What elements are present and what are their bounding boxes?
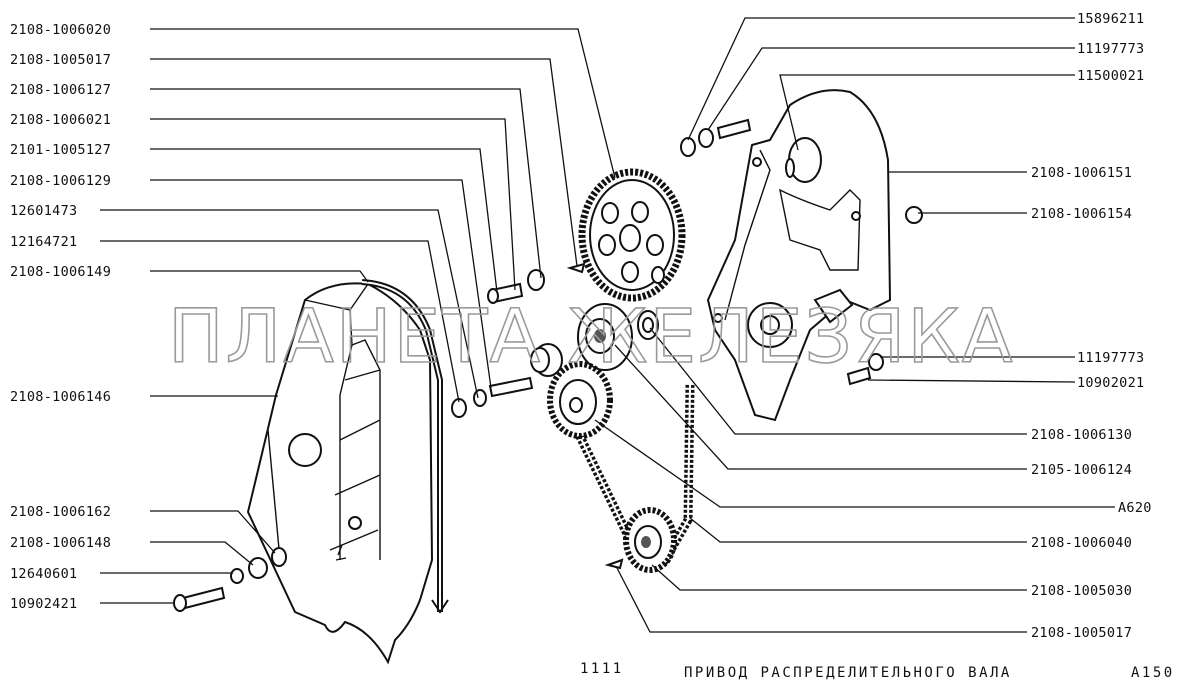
part-label: 12601473 [10, 203, 77, 219]
part-label: 2108-1006154 [1031, 206, 1132, 222]
part-label: 2108-1006020 [10, 22, 111, 38]
part-label: 2108-1006130 [1031, 427, 1132, 443]
part-label: 12640601 [10, 566, 77, 582]
part-label: 11197773 [1077, 41, 1144, 57]
part-label: 2105-1006124 [1031, 462, 1132, 478]
diagram-code: А150 [1131, 665, 1175, 681]
left-lower-fasteners [173, 547, 287, 612]
part-label: 12164721 [10, 234, 77, 250]
part-label: 2108-1006151 [1031, 165, 1132, 181]
part-label: 2108-1006149 [10, 264, 111, 280]
part-label: 15896211 [1077, 11, 1144, 27]
part-label: 2108-1006162 [10, 504, 111, 520]
part-label: 11500021 [1077, 68, 1144, 84]
part-label: 11197773 [1077, 350, 1144, 366]
camshaft-pulley [578, 168, 686, 302]
page-number: 1111 [580, 661, 624, 677]
part-label: 2108-1006148 [10, 535, 111, 551]
part-label: 2108-1006040 [1031, 535, 1132, 551]
part-label: 2108-1005017 [10, 52, 111, 68]
part-label: 2108-1006146 [10, 389, 111, 405]
part-label: 2108-1005017 [1031, 625, 1132, 641]
crankshaft-pulley [623, 507, 677, 573]
part-label: 10902021 [1077, 375, 1144, 391]
part-label: 2101-1005127 [10, 142, 111, 158]
watermark: ПЛАНЕТА ЖЕЛЕЗЯКА [168, 294, 1015, 380]
outer-timing-cover [246, 282, 434, 665]
part-label: 2108-1006129 [10, 173, 111, 189]
right-labels: 15896211 11197773 11500021 2108-1006151 … [1031, 11, 1152, 641]
part-label: 2108-1006021 [10, 112, 111, 128]
part-label: 2108-1005030 [1031, 583, 1132, 599]
diagram-title: ПРИВОД РАСПРЕДЕЛИТЕЛЬНОГО ВАЛА [684, 665, 1012, 681]
right-fasteners [680, 118, 923, 386]
left-labels: 2108-1006020 2108-1005017 2108-1006127 2… [10, 22, 111, 612]
small-fasteners [451, 262, 624, 570]
part-label: А620 [1118, 500, 1152, 516]
rear-timing-cover [706, 89, 892, 422]
cover-gasket [361, 279, 449, 614]
caption: 1111 ПРИВОД РАСПРЕДЕЛИТЕЛЬНОГО ВАЛА А150 [580, 661, 1175, 681]
leader-lines [100, 17, 1115, 633]
part-label: 2108-1006127 [10, 82, 111, 98]
part-label: 10902421 [10, 596, 77, 612]
